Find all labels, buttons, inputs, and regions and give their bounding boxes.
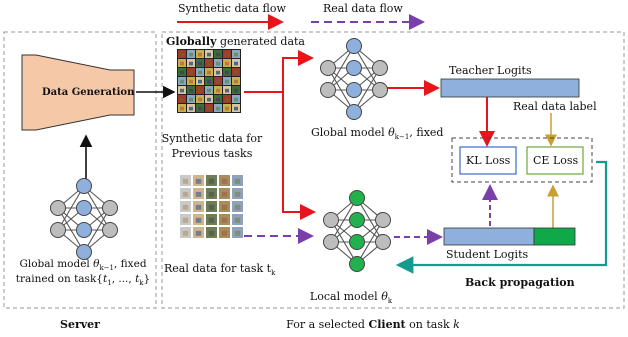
network-node <box>320 60 336 76</box>
ce-loss-box <box>526 146 584 175</box>
synthetic-caption-1: Synthetic data for <box>161 132 263 145</box>
global-data-caption: Globally generated data <box>166 35 305 48</box>
network-node <box>320 82 336 98</box>
data-generation-label: Data Generation <box>42 87 135 98</box>
network-node <box>349 234 365 250</box>
synthetic-image-grid <box>177 49 241 113</box>
network-node <box>349 212 365 228</box>
server-model-caption-1: Global model θk−1, fixed <box>19 258 147 273</box>
real-data-caption: Real data for task tk <box>164 262 276 278</box>
legend-real-label: Real data flow <box>323 2 403 15</box>
global-neural-network-icon <box>320 38 388 120</box>
network-node <box>76 200 92 216</box>
network-node <box>76 222 92 238</box>
kl-loss-label: KL Loss <box>466 154 511 167</box>
network-node <box>349 256 365 272</box>
network-node <box>346 38 362 54</box>
data-generator-shape <box>21 54 135 131</box>
loss-container <box>451 137 593 183</box>
network-node <box>375 212 391 228</box>
student-logits-bar <box>443 227 535 246</box>
network-node <box>323 234 339 250</box>
client-panel <box>161 31 625 309</box>
network-node <box>102 222 118 238</box>
teacher-logits-label: Teacher Logits <box>449 64 532 77</box>
network-node <box>349 190 365 206</box>
legend-synthetic-label: Synthetic data flow <box>178 2 286 15</box>
teacher-logits-bar <box>440 78 580 98</box>
network-node <box>76 244 92 260</box>
network-node <box>346 82 362 98</box>
student-logits-label-segment <box>533 227 576 246</box>
network-node <box>372 60 388 76</box>
network-node <box>346 104 362 120</box>
back-propagation-arrow <box>395 160 608 274</box>
synthetic-caption-2: Previous tasks <box>171 147 253 160</box>
network-node <box>50 222 66 238</box>
client-title: For a selected Client on task k <box>286 318 460 331</box>
real-image-grid <box>180 175 243 238</box>
network-node <box>102 200 118 216</box>
network-node <box>346 60 362 76</box>
local-model-caption: Local model θk <box>309 290 393 306</box>
network-node <box>375 234 391 250</box>
ce-loss-label: CE Loss <box>533 154 579 167</box>
server-model-caption-2: trained on task{t1, ..., tk} <box>15 273 151 288</box>
real-data-label-text: Real data label <box>513 100 597 113</box>
network-node <box>323 212 339 228</box>
network-node <box>50 200 66 216</box>
network-node <box>372 82 388 98</box>
synthetic-to-global-arrow <box>244 50 314 93</box>
back-propagation-label: Back propagation <box>465 276 575 289</box>
synthetic-to-local-arrow <box>282 92 316 220</box>
kl-loss-box <box>459 146 517 175</box>
local-neural-network-icon <box>323 190 391 272</box>
server-panel <box>3 31 157 309</box>
network-node <box>76 178 92 194</box>
server-neural-network-icon <box>50 178 118 260</box>
student-logits-label: Student Logits <box>446 248 529 261</box>
server-title: Server <box>60 318 100 331</box>
global-model-caption: Global model θk−1, fixed <box>311 126 444 142</box>
